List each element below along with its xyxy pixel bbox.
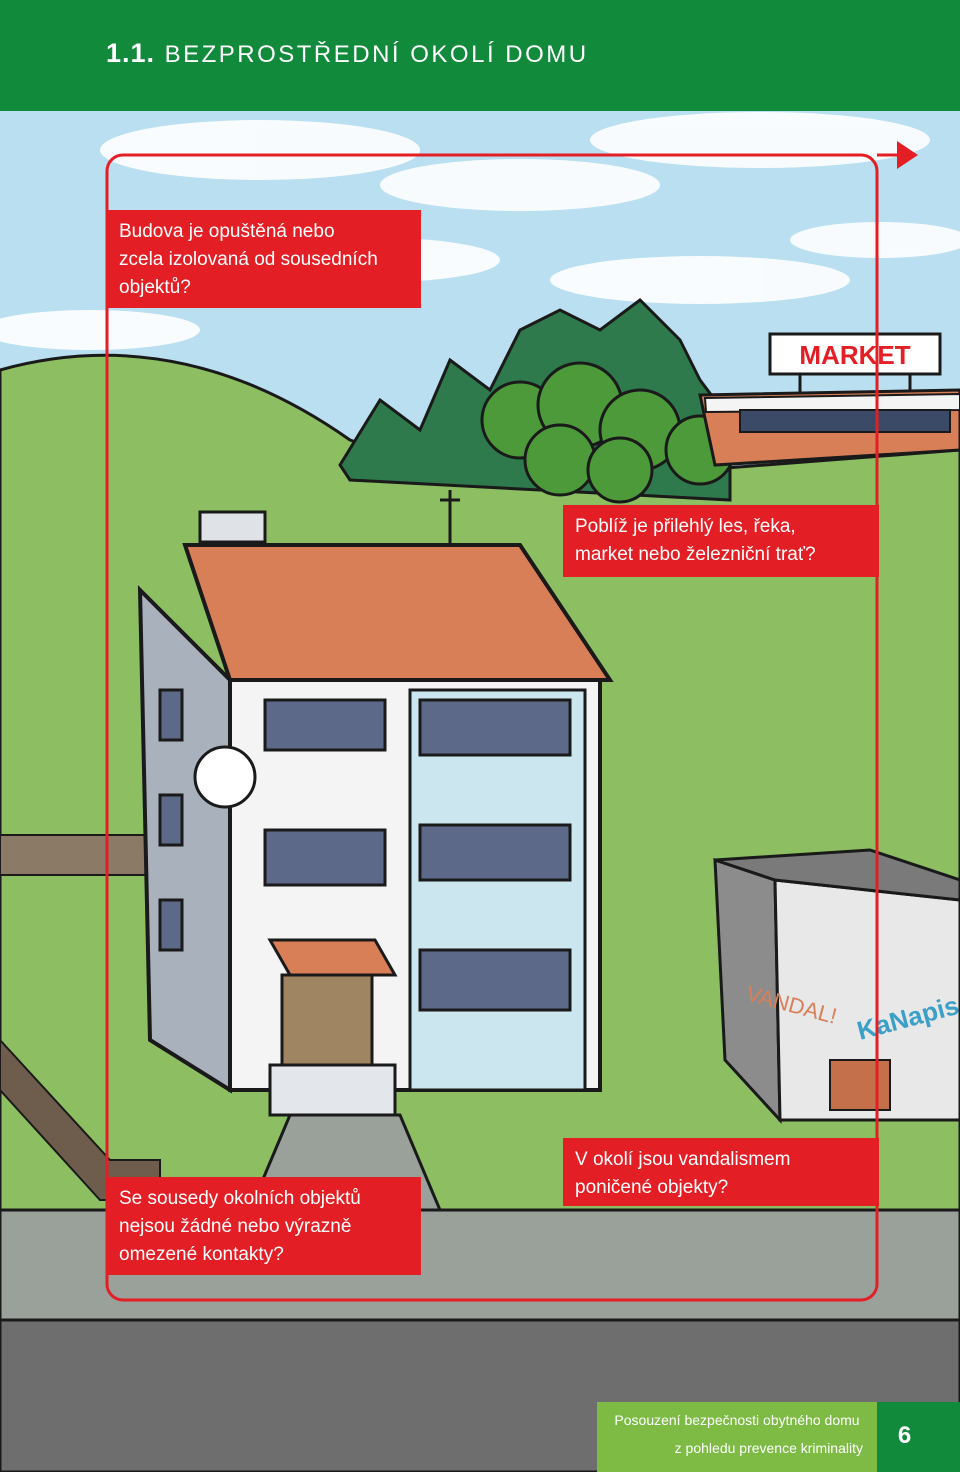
page-number-box [877,1402,960,1472]
section-header-bar [0,0,960,111]
section-title: BEZPROSTŘEDNÍ OKOLÍ DOMU [164,41,589,68]
red-outline-frame [105,141,918,1302]
footer-title-line2: z pohledu prevence kriminality [674,1440,863,1456]
footer-title-line1: Posouzení bezpečnosti obytného domu [614,1412,860,1428]
question-isolated-building: Budova je opuštěná nebo zcela izolovaná … [107,210,421,308]
question-vandalized-objects: V okolí jsou vandalismem poničené objekt… [563,1138,879,1206]
section-heading: 1.1. BEZPROSTŘEDNÍ OKOLÍ DOMU [106,38,589,69]
forest [338,298,736,504]
house [137,490,614,1117]
section-number: 1.1. [106,38,156,68]
market-building: MARKET [698,332,960,467]
arrow-right-icon [897,141,918,169]
question-neighbor-contacts: Se sousedy okolních objektů nejsou žádné… [107,1177,421,1275]
footer-title-box [597,1402,877,1472]
page-number: 6 [897,1422,912,1449]
market-sign: MARKET [799,340,910,370]
ruined-building: VANDAL! KaNapis [713,848,960,1124]
fences [0,834,161,1201]
question-nearby-forest-river-market: Poblíž je přilehlý les, řeka, market neb… [563,505,879,577]
neighborhood-illustration: MARKET [0,111,960,1472]
